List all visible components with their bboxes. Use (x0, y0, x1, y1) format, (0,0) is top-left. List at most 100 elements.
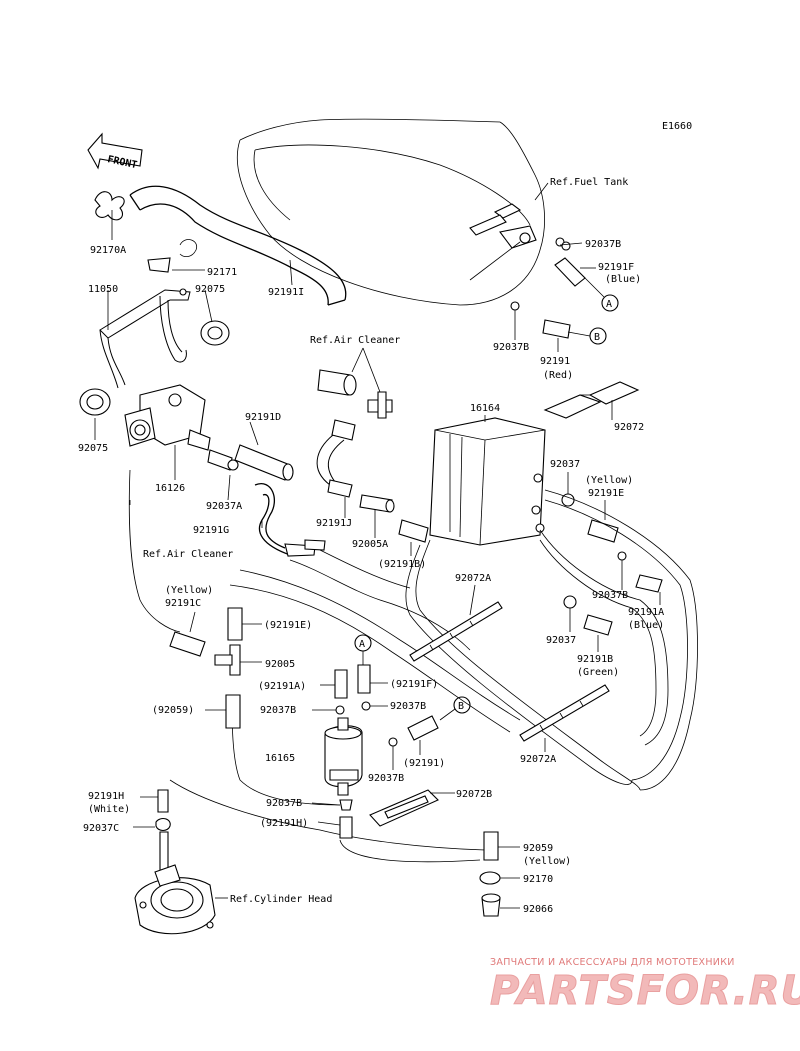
hose-92191B-short (398, 519, 429, 543)
callout-b-top: B (589, 327, 607, 345)
hose-92191B-green (583, 614, 613, 636)
clamp-92037B-filter-side (388, 737, 398, 747)
label-92191J: 92191J (316, 518, 352, 529)
clip-92170 (479, 871, 501, 885)
pipe-to-cylinder-head (159, 831, 169, 871)
clip-92170A (94, 191, 125, 221)
watermark: ЗАПЧАСТИ И АКСЕССУАРЫ ДЛЯ МОТОТЕХНИКИ PA… (490, 957, 800, 1015)
label-92075-upper: 92075 (195, 284, 225, 295)
label-92191F: 92191F (598, 262, 634, 273)
hose-92191H-white (157, 789, 169, 813)
routing-hoses (128, 469, 698, 863)
label-92191H-color: (White) (88, 804, 130, 815)
leader-lines (94, 182, 661, 909)
label-92072B: 92072B (456, 789, 492, 800)
svg-text:B: B (594, 332, 600, 343)
hose-92191J (316, 419, 356, 498)
strap-92072A-upper (409, 601, 503, 662)
hose-92191G (254, 483, 326, 557)
grommet-92075-lower (79, 388, 111, 416)
label-92059-color: (Yellow) (523, 856, 571, 867)
svg-text:A: A (359, 639, 365, 650)
label-11050: 11050 (88, 284, 118, 295)
label-92037-lower: 92037 (546, 635, 576, 646)
ref-cylinder-head: Ref.Cylinder Head (230, 894, 332, 905)
ref-air-cleaner-left: Ref.Air Cleaner (143, 549, 233, 560)
fuel-tank-outline (236, 118, 545, 306)
label-92191A-color: (Blue) (628, 620, 664, 631)
label-92191H: 92191H (88, 791, 124, 802)
hose-92191A-blue (617, 551, 663, 593)
hose-92191H-short (339, 816, 353, 839)
clamp-92037B-lower (339, 799, 353, 811)
svg-text:A: A (606, 299, 612, 310)
air-cleaner-connector (317, 347, 393, 419)
label-92072: 92072 (614, 422, 644, 433)
label-92005A: 92005A (352, 539, 388, 550)
clamp-92037B-filter-left (335, 705, 345, 715)
label-92191C-color: (Yellow) (165, 585, 213, 596)
hose-92191F-blue (554, 237, 586, 287)
label-92037B-top: 92037B (585, 239, 621, 250)
label-92037A: 92037A (206, 501, 242, 512)
label-92191E: 92191E (588, 488, 624, 499)
label-92191-paren: (92191) (403, 758, 445, 769)
hose-92191-side (407, 715, 439, 741)
clamp-92037-lower (563, 595, 577, 609)
grommet-92075-upper (200, 320, 230, 346)
clamp-92037A (207, 449, 239, 471)
label-16164: 16164 (470, 403, 500, 414)
label-92191D: 92191D (245, 412, 281, 423)
label-92191F-paren: (92191F) (390, 679, 438, 690)
label-92075-lower: 92075 (78, 443, 108, 454)
bracket-11050 (99, 288, 191, 389)
label-92191A: 92191A (628, 607, 664, 618)
label-92059: 92059 (523, 843, 553, 854)
label-92191G: 92191G (193, 525, 229, 536)
label-92191I: 92191I (268, 287, 304, 298)
label-92191E-paren: (92191E) (264, 620, 312, 631)
label-92037B-4: 92037B (260, 705, 296, 716)
strap-92072A-lower (519, 684, 610, 742)
clamp-92037B-filter-right (361, 701, 371, 711)
clip-92171 (147, 239, 198, 273)
label-92191-color: (Red) (543, 370, 573, 381)
fitting-92005 (214, 644, 241, 676)
filter-16165 (324, 717, 363, 796)
label-92191E-color: (Yellow) (585, 475, 633, 486)
clamp-92037C (155, 817, 171, 832)
label-92037C: 92037C (83, 823, 119, 834)
label-92191B-color: (Green) (577, 667, 619, 678)
hose-92191-red (510, 301, 571, 339)
callout-a-top: A (601, 294, 619, 312)
label-92037B-7: 92037B (266, 798, 302, 809)
label-92037B-5: 92037B (390, 701, 426, 712)
label-92037B-3: 92037B (592, 590, 628, 601)
label-92005: 92005 (265, 659, 295, 670)
label-92191C: 92191C (165, 598, 201, 609)
label-92037B-2: 92037B (493, 342, 529, 353)
label-92191B: 92191B (577, 654, 613, 665)
ref-fuel-tank: Ref.Fuel Tank (550, 177, 628, 188)
hose-92191A-short (334, 669, 348, 699)
label-92171: 92171 (207, 267, 237, 278)
hose-92191D (234, 444, 294, 481)
cap-92066 (481, 893, 501, 917)
label-16126: 16126 (155, 483, 185, 494)
label-92191: 92191 (540, 356, 570, 367)
label-92072A-upper: 92072A (455, 573, 491, 584)
hose-92059-yellow (483, 831, 499, 861)
canister-16164 (429, 417, 546, 546)
label-92191B-paren: (92191B) (378, 559, 426, 570)
hose-92059-upper (225, 694, 241, 729)
label-92191H-paren: (92191H) (260, 818, 308, 829)
diagram-code: E1660 (662, 121, 692, 132)
label-92191F-color: (Blue) (605, 274, 641, 285)
label-92037-upper: 92037 (550, 459, 580, 470)
labels: Ref.Fuel Tank Ref.Air Cleaner Ref.Air Cl… (78, 177, 664, 915)
bracket-92072 (543, 381, 640, 419)
watermark-brand: PARTSFOR.RU (490, 968, 800, 1014)
label-92072A-lower: 92072A (520, 754, 556, 765)
callout-b-mid: B (453, 696, 471, 714)
